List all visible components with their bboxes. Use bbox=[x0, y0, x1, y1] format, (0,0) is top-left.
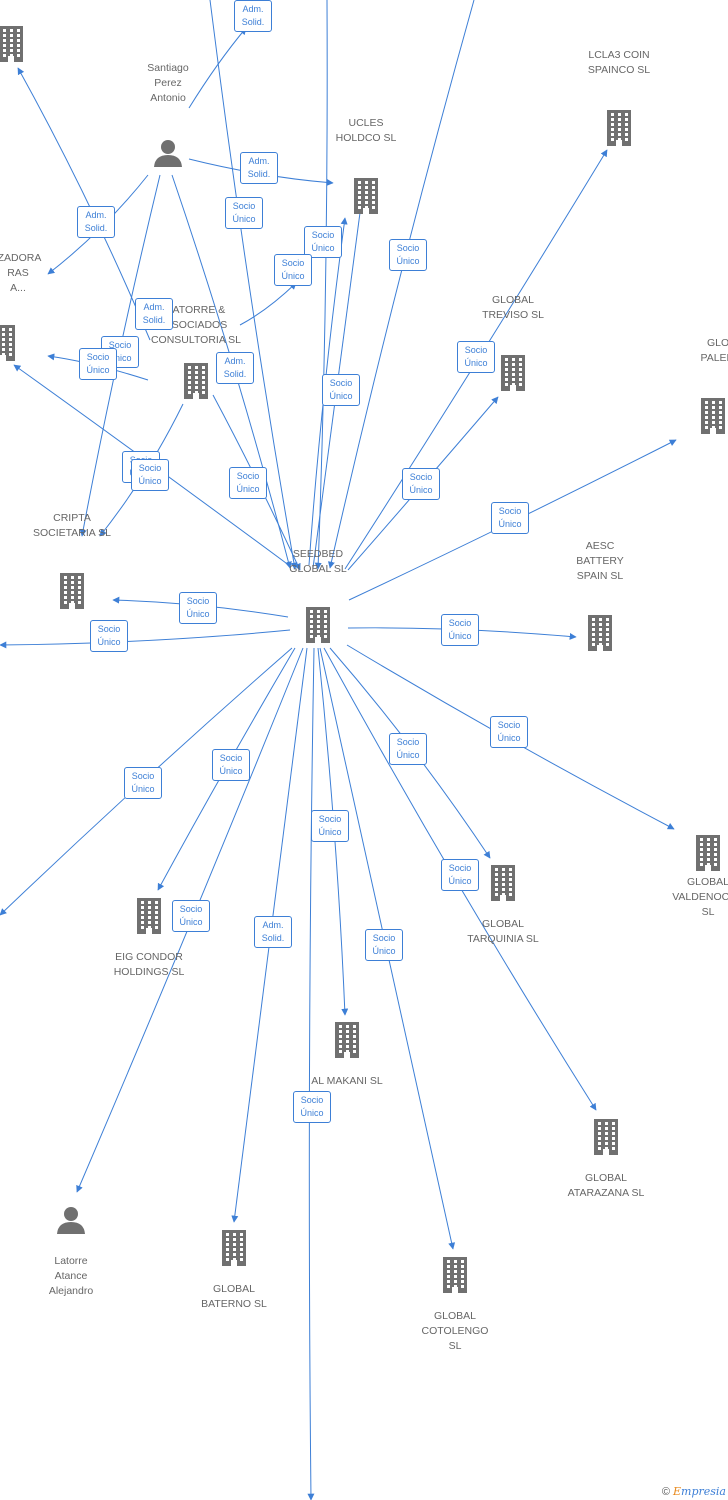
building-icon bbox=[354, 178, 378, 214]
relation-badge[interactable]: Socio Único bbox=[229, 467, 267, 499]
company-node-icon[interactable] bbox=[0, 325, 18, 366]
building-icon bbox=[137, 898, 161, 934]
building-icon bbox=[491, 865, 515, 901]
node-label[interactable]: GLOBAL TREVISO SL bbox=[482, 294, 544, 321]
relation-badge[interactable]: Socio Único bbox=[389, 733, 427, 765]
building-icon bbox=[0, 26, 23, 62]
company-node-icon[interactable] bbox=[351, 178, 381, 219]
company-node-icon[interactable] bbox=[440, 1257, 470, 1298]
company-node-icon[interactable] bbox=[332, 1022, 362, 1063]
building-icon bbox=[501, 355, 525, 391]
relation-badge[interactable]: Socio Único bbox=[365, 929, 403, 961]
building-icon bbox=[222, 1230, 246, 1266]
relation-badge[interactable]: Socio Único bbox=[322, 374, 360, 406]
relation-edge bbox=[327, 0, 475, 569]
building-icon bbox=[607, 110, 631, 146]
relation-badge[interactable]: Socio Único bbox=[274, 254, 312, 286]
person-node-icon[interactable] bbox=[153, 139, 183, 172]
relation-badge[interactable]: Adm. Solid. bbox=[77, 206, 115, 238]
building-icon bbox=[0, 325, 15, 361]
node-label[interactable]: SEEDBED GLOBAL SL bbox=[289, 548, 347, 575]
building-icon bbox=[594, 1119, 618, 1155]
node-label[interactable]: GLOBAL TARQUINIA SL bbox=[467, 918, 539, 945]
relation-badge[interactable]: Adm. Solid. bbox=[234, 0, 272, 32]
node-label[interactable]: Santiago Perez Antonio bbox=[147, 62, 189, 104]
relation-badge[interactable]: Socio Único bbox=[131, 459, 169, 491]
building-icon bbox=[588, 615, 612, 651]
building-icon bbox=[306, 607, 330, 643]
relation-badge[interactable]: Adm. Solid. bbox=[254, 916, 292, 948]
node-label[interactable]: GLOBAL PALENOVA bbox=[700, 337, 728, 364]
relation-badge[interactable]: Adm. Solid. bbox=[240, 152, 278, 184]
company-node-icon[interactable] bbox=[585, 615, 615, 656]
relation-edge bbox=[0, 629, 291, 649]
person-node-icon[interactable] bbox=[56, 1206, 86, 1239]
person-icon bbox=[57, 1207, 85, 1234]
relation-badge[interactable]: Socio Único bbox=[402, 468, 440, 500]
relation-badge[interactable]: Socio Único bbox=[441, 614, 479, 646]
company-node-icon[interactable] bbox=[498, 355, 528, 396]
relation-badge[interactable]: Socio Único bbox=[491, 502, 529, 534]
company-node-icon[interactable] bbox=[57, 573, 87, 614]
relation-edge bbox=[307, 647, 315, 1500]
building-icon bbox=[443, 1257, 467, 1293]
relation-edge bbox=[239, 282, 297, 326]
relation-edge bbox=[314, 0, 328, 570]
building-icon bbox=[184, 363, 208, 399]
copyright-icon: © bbox=[661, 1485, 670, 1498]
company-node-icon[interactable] bbox=[134, 898, 164, 939]
relation-edge bbox=[17, 67, 151, 341]
relation-badge[interactable]: Socio Único bbox=[457, 341, 495, 373]
relation-badge[interactable]: Socio Único bbox=[225, 197, 263, 229]
building-icon bbox=[60, 573, 84, 609]
node-label[interactable]: GLOBAL BATERNO SL bbox=[201, 1283, 267, 1310]
company-node-icon[interactable] bbox=[693, 835, 723, 876]
relation-badge[interactable]: Socio Único bbox=[179, 592, 217, 624]
node-label[interactable]: LCLA3 COIN SPAINCO SL bbox=[587, 49, 651, 76]
company-node-icon[interactable] bbox=[488, 865, 518, 906]
building-icon bbox=[696, 835, 720, 871]
relation-badge[interactable]: Socio Único bbox=[172, 900, 210, 932]
node-label[interactable]: AESC BATTERY SPAIN SL bbox=[576, 540, 624, 582]
relation-badge[interactable]: Socio Único bbox=[124, 767, 162, 799]
node-label[interactable]: GLOBAL COTOLENGO SL bbox=[421, 1310, 489, 1352]
footer-brand: © Empresia bbox=[662, 1485, 726, 1498]
company-node-icon[interactable] bbox=[303, 607, 333, 648]
company-node-icon[interactable] bbox=[698, 398, 728, 439]
node-label[interactable]: GLOBAL ATARAZANA SL bbox=[567, 1172, 645, 1199]
company-node-icon[interactable] bbox=[219, 1230, 249, 1271]
relation-badge[interactable]: Socio Único bbox=[490, 716, 528, 748]
node-label[interactable]: AL MAKANI SL bbox=[311, 1075, 383, 1087]
relation-badge[interactable]: Socio Único bbox=[389, 239, 427, 271]
relation-badge[interactable]: Socio Único bbox=[90, 620, 128, 652]
brand-logo: Empresia bbox=[673, 1485, 726, 1498]
building-icon bbox=[701, 398, 725, 434]
company-node-icon[interactable] bbox=[591, 1119, 621, 1160]
company-node-icon[interactable] bbox=[0, 26, 26, 67]
relation-edge bbox=[188, 27, 247, 109]
company-node-icon[interactable] bbox=[604, 110, 634, 151]
relation-badge[interactable]: Adm. Solid. bbox=[216, 352, 254, 384]
node-label[interactable]: CRIPTA SOCIETARIA SL bbox=[33, 512, 111, 539]
relation-edge bbox=[209, 0, 298, 570]
node-label[interactable]: EIG CONDOR HOLDINGS SL bbox=[113, 951, 185, 978]
relation-badge[interactable]: Socio Único bbox=[311, 810, 349, 842]
node-label[interactable]: IZADORA RAS A... bbox=[0, 252, 42, 294]
node-label[interactable]: GLOBAL VALDENOCHE SL bbox=[672, 876, 728, 918]
relation-badge[interactable]: Socio Único bbox=[79, 348, 117, 380]
relation-badge[interactable]: Socio Único bbox=[293, 1091, 331, 1123]
relation-badge[interactable]: Socio Único bbox=[441, 859, 479, 891]
company-node-icon[interactable] bbox=[181, 363, 211, 404]
node-label[interactable]: OBAL OBIA SL bbox=[0, 0, 81, 2]
relation-badge[interactable]: Socio Único bbox=[304, 226, 342, 258]
building-icon bbox=[335, 1022, 359, 1058]
node-label[interactable]: UCLES HOLDCO SL bbox=[335, 117, 397, 144]
relation-badge[interactable]: Adm. Solid. bbox=[135, 298, 173, 330]
node-label[interactable]: Latorre Atance Alejandro bbox=[48, 1255, 94, 1297]
person-icon bbox=[154, 140, 182, 167]
relation-badge[interactable]: Socio Único bbox=[212, 749, 250, 781]
node-label[interactable]: LATORRE & ASOCIADOS CONSULTORIA SL bbox=[150, 304, 242, 346]
